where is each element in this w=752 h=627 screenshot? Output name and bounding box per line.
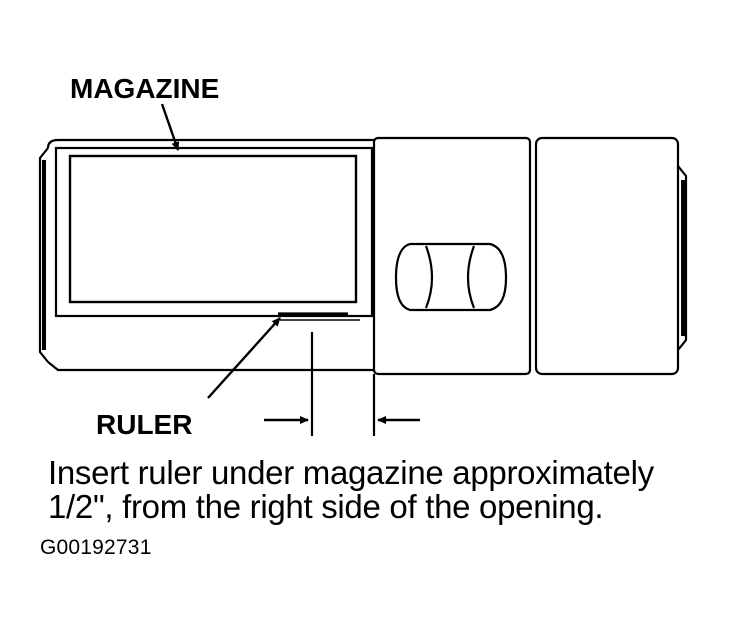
ruler-pointer-arrow	[207, 317, 281, 399]
magazine-label: MAGAZINE	[70, 73, 219, 104]
instruction-caption: Insert ruler under magazine approximatel…	[48, 456, 748, 524]
figure-id: G00192731	[40, 536, 152, 559]
magazine-window	[54, 146, 374, 318]
center-collar	[372, 136, 532, 376]
device-body-outline	[46, 138, 374, 372]
right-section	[534, 136, 680, 376]
left-end-cap	[38, 147, 49, 363]
ruler-label: RULER	[96, 409, 192, 440]
magazine	[68, 154, 358, 304]
caption-line-1: Insert ruler under magazine approximatel…	[48, 454, 654, 491]
caption-line-2: 1/2", from the right side of the opening…	[48, 488, 604, 525]
latch-knob	[394, 242, 508, 312]
right-end-cap	[677, 165, 688, 351]
magazine-pointer-arrow	[160, 103, 180, 151]
